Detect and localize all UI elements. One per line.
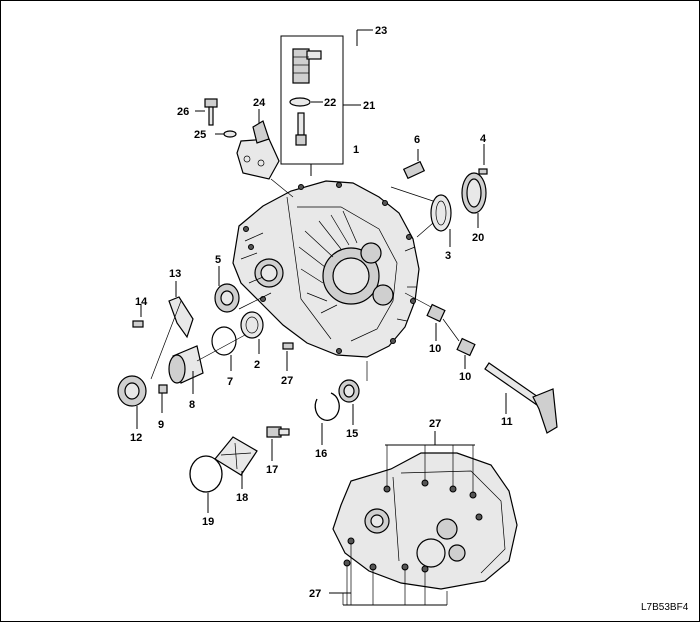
callout-16: 16 [315, 448, 327, 460]
callout-13: 13 [169, 268, 181, 280]
lower-parts [189, 342, 368, 513]
callout-labels: 1 2 3 4 5 6 7 8 9 10 10 11 12 13 14 15 1… [130, 25, 513, 600]
callout-23: 23 [375, 25, 387, 37]
callout-24: 24 [253, 97, 266, 109]
callout-6: 6 [414, 134, 420, 146]
bracket-and-bolt [195, 98, 294, 198]
callout-26: 26 [177, 106, 189, 118]
callout-2: 2 [254, 359, 260, 371]
callout-4: 4 [480, 133, 487, 145]
speed-sensor-assembly [280, 29, 373, 176]
callout-10b: 10 [459, 371, 471, 383]
callout-27a: 27 [281, 375, 293, 387]
right-side-parts [390, 144, 488, 247]
callout-11: 11 [501, 416, 513, 428]
callout-3: 3 [445, 250, 451, 262]
callout-25: 25 [194, 129, 206, 141]
figure-code: L7B53BF4 [641, 602, 689, 613]
callout-12: 12 [130, 432, 142, 444]
callout-17: 17 [266, 464, 278, 476]
callout-7: 7 [227, 376, 233, 388]
callout-8: 8 [189, 399, 195, 411]
callout-19: 19 [202, 516, 214, 528]
callout-9: 9 [158, 419, 164, 431]
shift-shaft-parts [404, 292, 558, 434]
callout-21: 21 [363, 100, 375, 112]
callout-27b: 27 [429, 418, 441, 430]
callout-27c: 27 [309, 588, 321, 600]
callout-5: 5 [215, 254, 221, 266]
bolt-dots [343, 479, 483, 573]
callout-20: 20 [472, 232, 484, 244]
left-side-parts [117, 266, 272, 429]
assembled-housing-view [329, 431, 518, 606]
callout-10a: 10 [429, 343, 441, 355]
callout-18: 18 [236, 492, 248, 504]
callout-22: 22 [324, 97, 336, 109]
callout-1: 1 [353, 144, 359, 156]
clutch-housing [232, 180, 420, 358]
callout-15: 15 [346, 428, 358, 440]
callout-14: 14 [135, 296, 148, 308]
